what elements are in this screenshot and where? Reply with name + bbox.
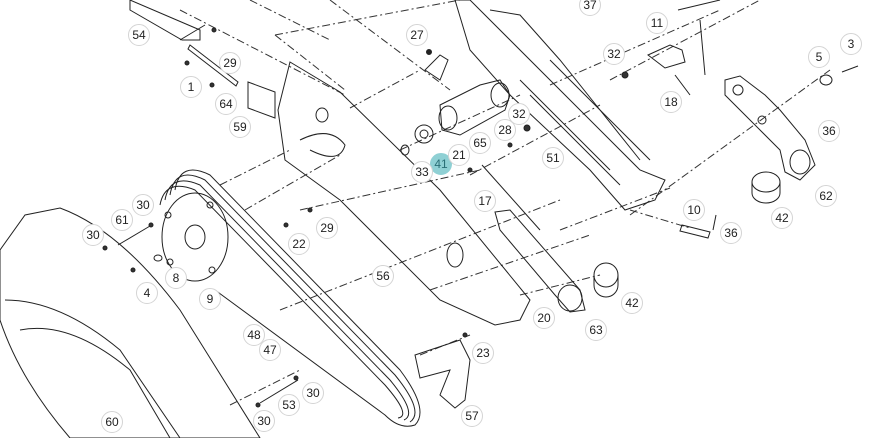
callout-part-48[interactable]: 48 <box>243 324 265 346</box>
callout-part-41[interactable]: 41 <box>430 153 452 175</box>
callout-part-17[interactable]: 17 <box>474 190 496 212</box>
callout-part-51[interactable]: 51 <box>542 147 564 169</box>
callout-part-5[interactable]: 5 <box>808 46 830 68</box>
callout-part-4[interactable]: 4 <box>136 282 158 304</box>
callout-part-30[interactable]: 30 <box>82 224 104 246</box>
callout-part-60[interactable]: 60 <box>101 411 123 433</box>
callout-part-54[interactable]: 54 <box>128 24 150 46</box>
callout-part-23[interactable]: 23 <box>472 342 494 364</box>
callout-part-22[interactable]: 22 <box>288 233 310 255</box>
assembly-lines <box>179 0 831 406</box>
callout-part-11[interactable]: 11 <box>646 12 668 34</box>
callout-part-33[interactable]: 33 <box>411 161 433 183</box>
callout-part-42[interactable]: 42 <box>771 207 793 229</box>
callout-part-27[interactable]: 27 <box>406 24 428 46</box>
callout-part-65[interactable]: 65 <box>469 132 491 154</box>
callout-part-56[interactable]: 56 <box>372 265 394 287</box>
callout-part-10[interactable]: 10 <box>683 199 705 221</box>
callout-part-21[interactable]: 21 <box>448 144 470 166</box>
callout-part-57[interactable]: 57 <box>461 405 483 427</box>
callout-part-32[interactable]: 32 <box>508 103 530 125</box>
callout-part-36[interactable]: 36 <box>720 222 742 244</box>
callout-part-61[interactable]: 61 <box>111 209 133 231</box>
callout-part-63[interactable]: 63 <box>585 319 607 341</box>
callout-part-9[interactable]: 9 <box>199 288 221 310</box>
callout-part-3[interactable]: 3 <box>840 33 862 55</box>
callout-part-47[interactable]: 47 <box>259 339 281 361</box>
belt-cover <box>0 207 261 438</box>
callout-part-42[interactable]: 42 <box>621 292 643 314</box>
callout-part-1[interactable]: 1 <box>180 76 202 98</box>
belt <box>159 169 421 427</box>
callout-part-30[interactable]: 30 <box>132 194 154 216</box>
side-plate <box>277 61 531 326</box>
callout-part-20[interactable]: 20 <box>533 307 555 329</box>
callout-part-28[interactable]: 28 <box>494 119 516 141</box>
callout-part-8[interactable]: 8 <box>165 267 187 289</box>
callout-part-18[interactable]: 18 <box>660 91 682 113</box>
callout-part-62[interactable]: 62 <box>815 185 837 207</box>
callout-part-30[interactable]: 30 <box>253 410 275 432</box>
main-frame <box>454 0 666 211</box>
callout-part-59[interactable]: 59 <box>229 116 251 138</box>
callout-part-36[interactable]: 36 <box>818 120 840 142</box>
callout-part-64[interactable]: 64 <box>215 93 237 115</box>
callout-part-30[interactable]: 30 <box>302 382 324 404</box>
callout-part-29[interactable]: 29 <box>219 52 241 74</box>
callout-part-37[interactable]: 37 <box>579 0 601 16</box>
callout-part-53[interactable]: 53 <box>278 394 300 416</box>
callout-part-32[interactable]: 32 <box>603 43 625 65</box>
callout-part-29[interactable]: 29 <box>316 217 338 239</box>
